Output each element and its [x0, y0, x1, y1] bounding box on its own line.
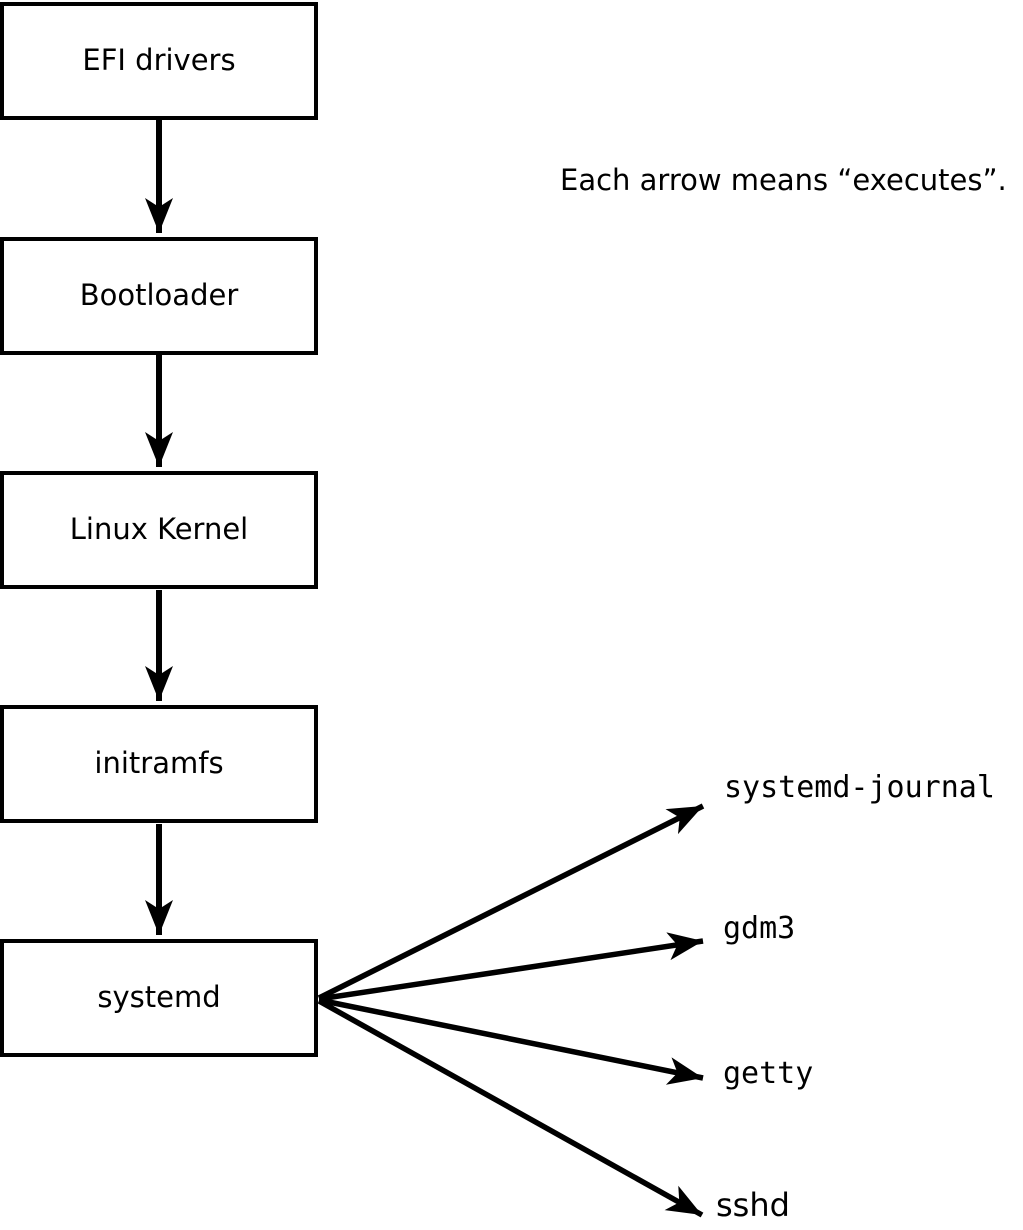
node-initramfs: initramfs [0, 705, 318, 823]
process-label-getty: getty [723, 1056, 814, 1091]
node-bootloader-label: Bootloader [79, 278, 239, 313]
node-systemd-label: systemd [97, 980, 221, 1015]
process-label-gdm3: gdm3 [723, 911, 796, 946]
node-linux-kernel: Linux Kernel [0, 471, 318, 589]
arrow-systemd-to-gdm3 [318, 932, 704, 1002]
node-linux-kernel-label: Linux Kernel [69, 512, 249, 547]
node-efi-drivers: EFI drivers [0, 2, 318, 120]
arrow-systemd-to-getty [318, 997, 704, 1085]
node-bootloader: Bootloader [0, 237, 318, 355]
arrow-systemd-to-systemd-journal [317, 803, 705, 1001]
arrow-systemd-to-sshd [317, 998, 704, 1218]
node-initramfs-label: initramfs [94, 746, 224, 781]
node-systemd: systemd [0, 939, 318, 1057]
process-label-systemd-journal: systemd-journal [724, 770, 995, 805]
node-efi-drivers-label: EFI drivers [82, 43, 236, 78]
process-label-sshd: sshd [716, 1186, 790, 1224]
arrow-legend-text: Each arrow means “executes”. [560, 163, 1007, 197]
